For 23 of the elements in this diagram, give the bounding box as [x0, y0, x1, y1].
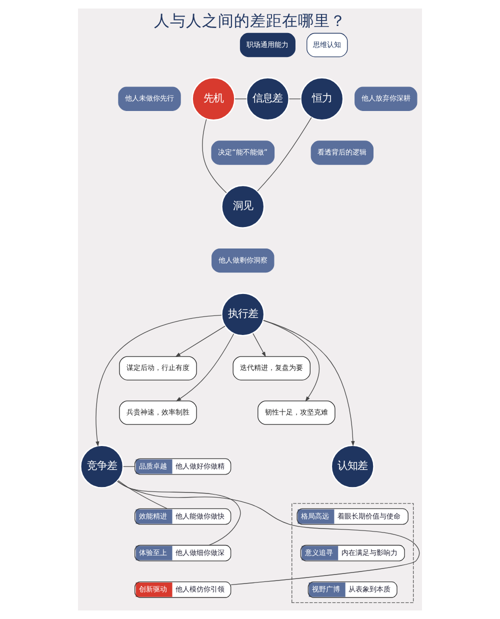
arrow — [96, 314, 222, 447]
connector — [118, 480, 168, 509]
node-circle: 认知差 — [330, 444, 374, 488]
arrow — [175, 326, 226, 357]
connector — [117, 480, 420, 586]
connector — [257, 117, 312, 192]
connector — [288, 98, 301, 100]
node-circle: 执行差 — [221, 292, 265, 336]
arrow — [263, 320, 320, 402]
connector — [234, 98, 247, 100]
connector — [117, 480, 241, 546]
arrow — [176, 333, 234, 402]
cluster — [292, 503, 414, 604]
node-circle: 先机 — [192, 77, 236, 121]
connector — [123, 466, 136, 467]
node-circle: 竞争差 — [80, 444, 124, 488]
arrow — [252, 333, 266, 358]
node-circle: 信息差 — [246, 77, 290, 121]
node-circle: 恒力 — [300, 77, 344, 121]
arrow — [263, 320, 355, 446]
node-circle: 洞见 — [221, 184, 265, 229]
connector — [202, 118, 227, 194]
diagram-title: 人与人之间的差距在哪里？ — [154, 11, 346, 30]
